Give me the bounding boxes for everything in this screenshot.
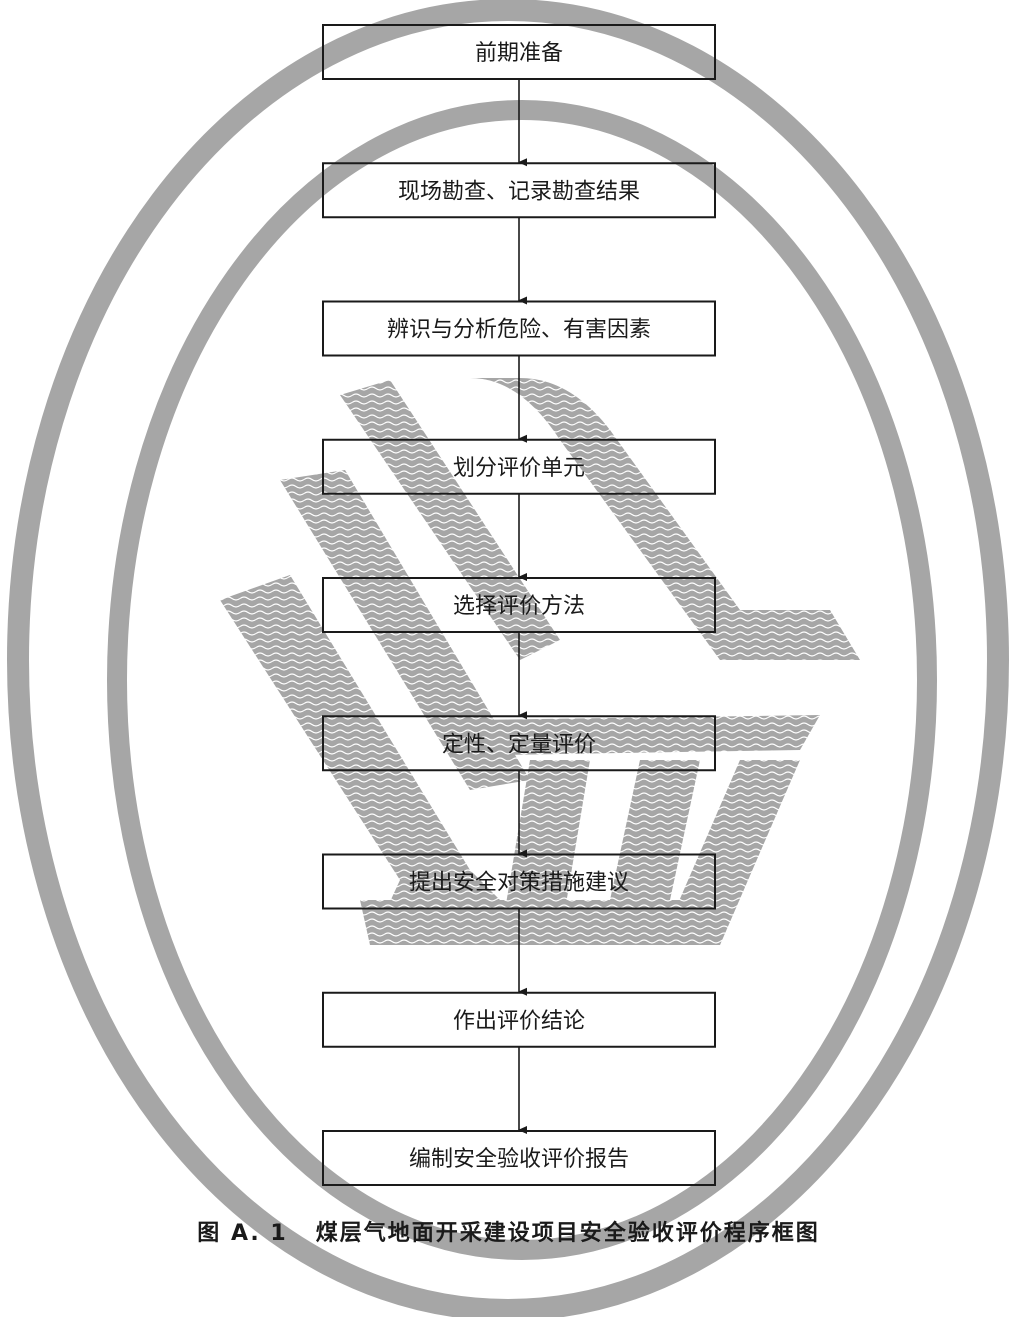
flow-step: 定性、定量评价	[322, 715, 716, 772]
flow-step-label: 定性、定量评价	[442, 732, 596, 757]
figure-caption: 图 A. 1 煤层气地面开采建设项目安全验收评价程序框图	[0, 1215, 1017, 1247]
flow-step-label: 作出评价结论	[453, 1009, 585, 1034]
flow-step-label: 前期准备	[475, 41, 563, 66]
flow-step-label: 划分评价单元	[453, 456, 585, 481]
flow-step: 提出安全对策措施建议	[322, 853, 716, 910]
inner-ring	[107, 100, 937, 1260]
flow-step-label: 现场勘查、记录勘查结果	[398, 179, 640, 204]
logo-mark	[220, 378, 860, 945]
flow-step: 选择评价方法	[322, 577, 716, 633]
flow-step: 编制安全验收评价报告	[322, 1130, 716, 1186]
flow-step: 划分评价单元	[322, 438, 716, 495]
figure-title: 煤层气地面开采建设项目安全验收评价程序框图	[315, 1221, 820, 1246]
flow-step: 现场勘查、记录勘查结果	[322, 162, 716, 219]
flow-step: 辨识与分析危险、有害因素	[322, 300, 716, 357]
flow-step-label: 辨识与分析危险、有害因素	[387, 318, 651, 343]
figure-number: 图 A. 1	[197, 1221, 288, 1246]
flow-step: 前期准备	[322, 24, 716, 80]
flow-step-label: 提出安全对策措施建议	[409, 871, 629, 896]
flow-step: 作出评价结论	[322, 991, 716, 1048]
flow-step-label: 选择评价方法	[453, 594, 585, 619]
flow-step-label: 编制安全验收评价报告	[409, 1147, 629, 1172]
outer-ring	[7, 0, 1009, 1317]
